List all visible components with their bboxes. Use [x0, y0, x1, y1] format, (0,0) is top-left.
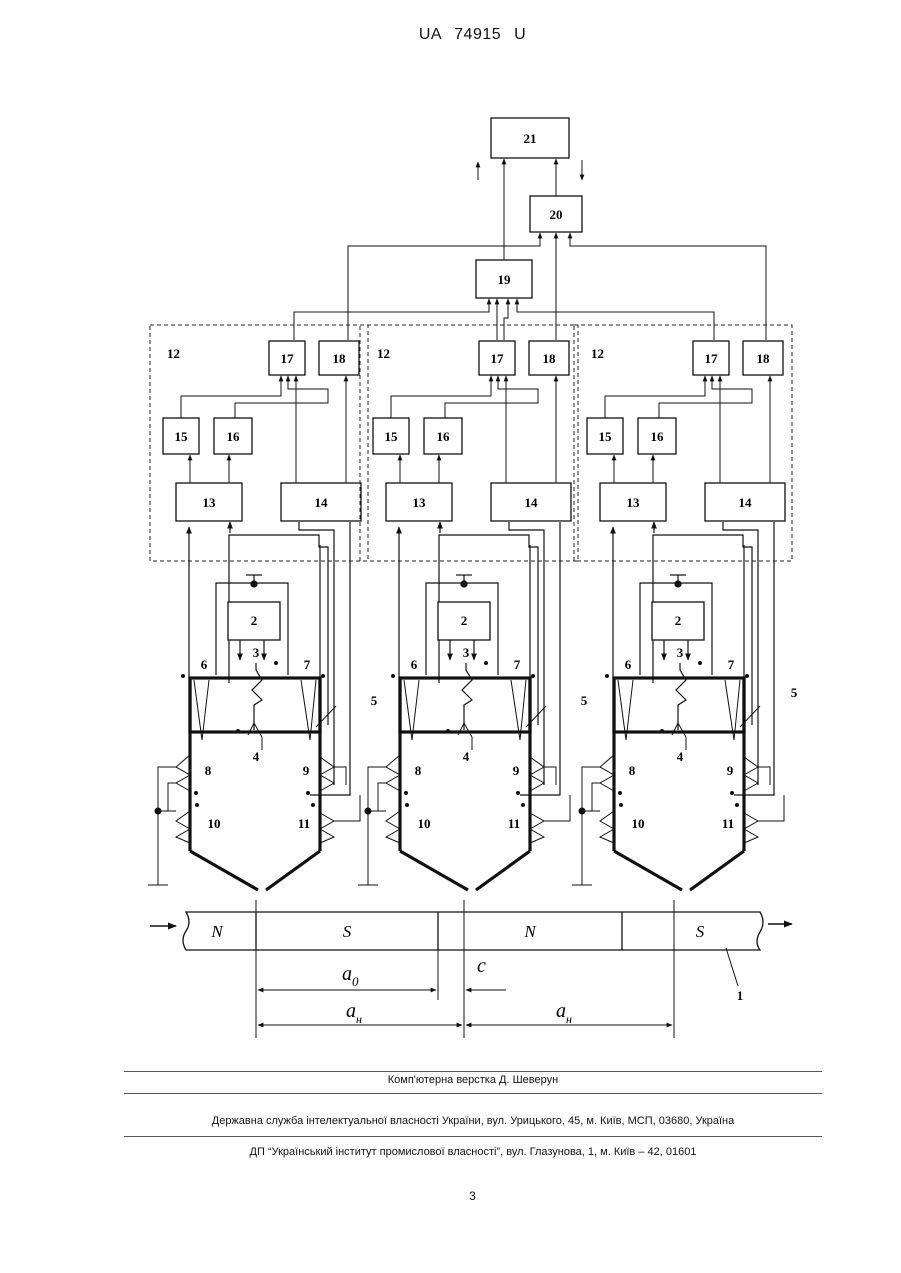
label-17: 17	[281, 351, 295, 366]
divider	[124, 1071, 822, 1072]
label-14: 14	[315, 495, 329, 510]
label-7: 7	[304, 657, 311, 672]
label-5: 5	[791, 685, 798, 700]
pole-4: S	[696, 922, 705, 941]
label-17: 17	[491, 351, 505, 366]
label-10: 10	[632, 816, 645, 831]
label-13: 13	[203, 495, 217, 510]
magnetic-belt: N S N S 1	[150, 912, 792, 1003]
label-7: 7	[728, 657, 735, 672]
divider	[124, 1093, 822, 1094]
label-15: 15	[385, 429, 399, 444]
label-14: 14	[739, 495, 753, 510]
label-13: 13	[627, 495, 641, 510]
label-8: 8	[205, 763, 212, 778]
label-6: 6	[201, 657, 208, 672]
label-3: 3	[677, 645, 684, 660]
module-right: 12 17 18 15 16 13 14 2 3 4 5 6 7 8 9 10 …	[572, 325, 798, 890]
label-6: 6	[411, 657, 418, 672]
label-17: 17	[705, 351, 719, 366]
label-2: 2	[675, 613, 682, 628]
label-18: 18	[333, 351, 347, 366]
label-21: 21	[524, 131, 537, 146]
label-2: 2	[251, 613, 258, 628]
label-5: 5	[581, 693, 588, 708]
office-address: Державна служба інтелектуальної власност…	[124, 1115, 822, 1127]
label-4: 4	[253, 749, 260, 764]
pole-1: N	[210, 922, 224, 941]
label-8: 8	[415, 763, 422, 778]
top-wiring	[294, 159, 766, 340]
label-4: 4	[677, 749, 684, 764]
dim-c: c	[477, 955, 486, 977]
label-18: 18	[757, 351, 771, 366]
label-15: 15	[175, 429, 189, 444]
patent-figure: 21 20 19 12 17 18 15 16 13 14 2 3 4 5 6 …	[0, 0, 901, 1060]
dim-a0: a0	[342, 963, 359, 989]
label-9: 9	[303, 763, 310, 778]
dim-an-right: aн	[556, 1000, 572, 1026]
layout-credit: Комп'ютерна верстка Д. Шеверун	[124, 1074, 822, 1086]
label-15: 15	[599, 429, 613, 444]
group-label: 12	[167, 346, 180, 361]
label-11: 11	[298, 816, 310, 831]
block-20: 20	[530, 196, 582, 232]
label-14: 14	[525, 495, 539, 510]
label-16: 16	[651, 429, 665, 444]
pole-2: S	[343, 922, 352, 941]
dim-an-left: aн	[346, 1000, 362, 1026]
label-7: 7	[514, 657, 521, 672]
label-2: 2	[461, 613, 468, 628]
block-21: 21	[491, 118, 569, 158]
label-10: 10	[418, 816, 431, 831]
label-11: 11	[722, 816, 734, 831]
divider	[124, 1136, 822, 1137]
module-left: 12 17 18 15 16 13 14 2 3 4 5 6 7 8 9 10 …	[148, 325, 378, 890]
label-6: 6	[625, 657, 632, 672]
label-3: 3	[253, 645, 260, 660]
belt-label: 1	[737, 988, 744, 1003]
pole-3: N	[523, 922, 537, 941]
module-center: 12 17 18 15 16 13 14 2 3 4 5 6 7 8 9 10 …	[358, 325, 588, 890]
label-16: 16	[437, 429, 451, 444]
label-9: 9	[513, 763, 520, 778]
group-label: 12	[591, 346, 604, 361]
label-20: 20	[550, 207, 563, 222]
label-18: 18	[543, 351, 557, 366]
label-5: 5	[371, 693, 378, 708]
label-13: 13	[413, 495, 427, 510]
group-label: 12	[377, 346, 390, 361]
label-10: 10	[208, 816, 221, 831]
institute-address: ДП “Український інститут промислової вла…	[124, 1146, 822, 1158]
label-9: 9	[727, 763, 734, 778]
label-4: 4	[463, 749, 470, 764]
block-19: 19	[476, 260, 532, 298]
label-19: 19	[498, 272, 512, 287]
label-11: 11	[508, 816, 520, 831]
label-8: 8	[629, 763, 636, 778]
label-3: 3	[463, 645, 470, 660]
page-number: 3	[0, 1189, 901, 1203]
label-16: 16	[227, 429, 241, 444]
